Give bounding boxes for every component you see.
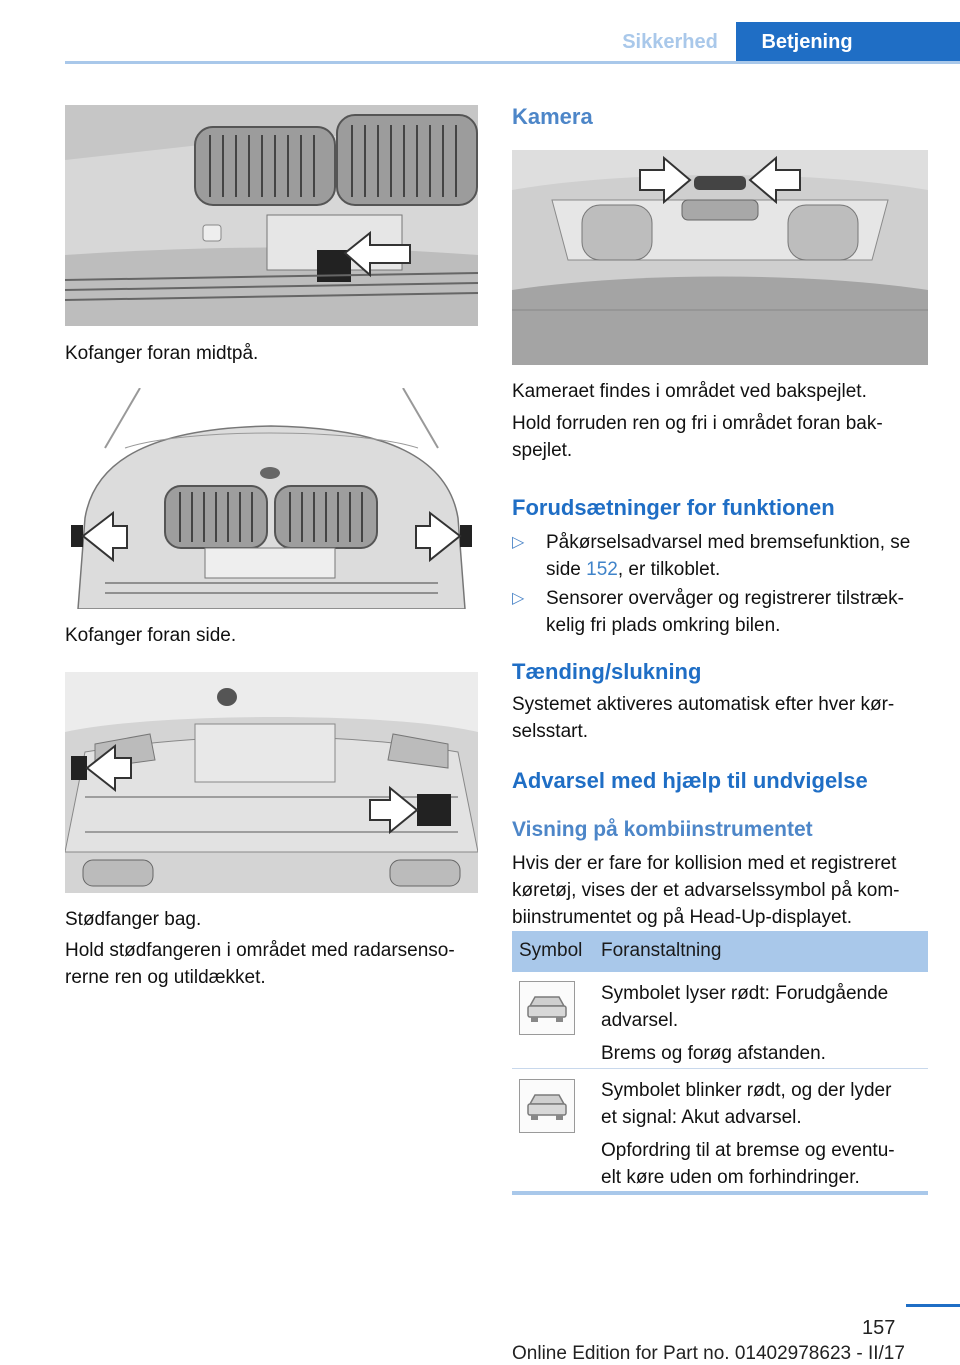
table-end-rule	[512, 1191, 928, 1195]
figure-rear-bumper	[65, 672, 478, 893]
bullet-2-line-1: Sensorer overvåger og registrerer tilstr…	[546, 588, 904, 609]
display-line-2: køretøj, vises der et advarselssymbol på…	[512, 880, 900, 901]
row-2-line-3: Opfordring til at bremse og eventu-	[601, 1140, 895, 1161]
row-2-text: Symbolet blinker rødt, og der lyder et s…	[601, 1077, 925, 1191]
row-1-line-1: Symbolet lyser rødt: Forudgående	[601, 983, 889, 1004]
row-1-line-3: Brems og forøg afstanden.	[601, 1043, 826, 1064]
col-header-symbol: Symbol	[519, 940, 583, 961]
bullet-1-prefix: side	[546, 559, 587, 580]
heading-display: Visning på kombiinstrumentet	[512, 818, 813, 841]
camera-para-2-line-2: spejlet.	[512, 440, 573, 461]
table-row: Symbolet blinker rødt, og der lyder et s…	[512, 1069, 928, 1191]
heading-ignition: Tænding/slukning	[512, 659, 702, 684]
table-row: Symbolet lyser rødt: Forudgående advarse…	[512, 972, 928, 1069]
heading-warning: Advarsel med hjælp til undvigelse	[512, 768, 868, 793]
row-2-line-4: elt køre uden om forhindringer.	[601, 1167, 860, 1188]
figure-front-bumper-middle	[65, 105, 478, 326]
bullet-1-suffix: , er tilkoblet.	[617, 559, 721, 580]
camera-para-1: Kameraet findes i området ved bakspejlet…	[512, 381, 867, 402]
header-rule	[65, 61, 960, 64]
symbol-table: Symbol Foranstaltning Symbolet lyser rød…	[512, 931, 928, 1195]
display-line-3: biinstrumentet og på Head-Up-displayet.	[512, 907, 853, 928]
bullet-triangle-icon: ▷	[512, 590, 525, 607]
footer-edition: Online Edition for Part no. 01402978623 …	[512, 1343, 905, 1364]
display-line-1: Hvis der er fare for kollision med et re…	[512, 853, 897, 874]
tab-betjening[interactable]: Betjening	[736, 22, 960, 61]
figure-front-bumper-side	[65, 388, 478, 609]
row-1-line-2: advarsel.	[601, 1010, 679, 1031]
camera-para-2-line-1: Hold forruden ren og fri i området foran…	[512, 413, 883, 434]
tab-sikkerhed[interactable]: Sikkerhed	[604, 22, 736, 61]
bullet-1-line-2: side 152, er tilkoblet.	[546, 556, 936, 583]
footer-rule	[906, 1304, 960, 1307]
figure-camera-interior	[512, 150, 928, 365]
car-warning-icon	[519, 1079, 575, 1133]
ignition-line-1: Systemet aktiveres automatisk efter hver…	[512, 694, 895, 715]
row-1-text: Symbolet lyser rødt: Forudgående advarse…	[601, 980, 925, 1067]
bullet-2-line-2: kelig fri plads omkring bilen.	[546, 615, 781, 636]
bullet-1-line-1: Påkørselsadvarsel med bremsefunktion, se	[546, 532, 911, 553]
ignition-line-2: selsstart.	[512, 721, 589, 742]
para-rear-line-1: Hold stødfangeren i området med radarsen…	[65, 940, 455, 961]
row-2-line-1: Symbolet blinker rødt, og der lyder	[601, 1080, 892, 1101]
table-header: Symbol Foranstaltning	[512, 931, 928, 972]
caption-front-bumper-side: Kofanger foran side.	[65, 625, 237, 646]
page-link-152[interactable]: 152	[586, 559, 618, 580]
heading-camera: Kamera	[512, 104, 593, 129]
caption-front-bumper-middle: Kofanger foran midtpå.	[65, 343, 259, 364]
heading-prerequisites: Forudsætninger for funktionen	[512, 495, 835, 520]
bullet-triangle-icon: ▷	[512, 534, 525, 551]
car-warning-icon	[519, 981, 575, 1035]
para-rear-line-2: rerne ren og utildækket.	[65, 967, 266, 988]
row-2-line-2: et signal: Akut advarsel.	[601, 1107, 802, 1128]
caption-rear-bumper: Stødfanger bag.	[65, 909, 202, 930]
col-header-action: Foranstaltning	[601, 940, 722, 961]
page-number: 157	[862, 1317, 896, 1339]
tab-betjening-label: Betjening	[761, 31, 853, 53]
